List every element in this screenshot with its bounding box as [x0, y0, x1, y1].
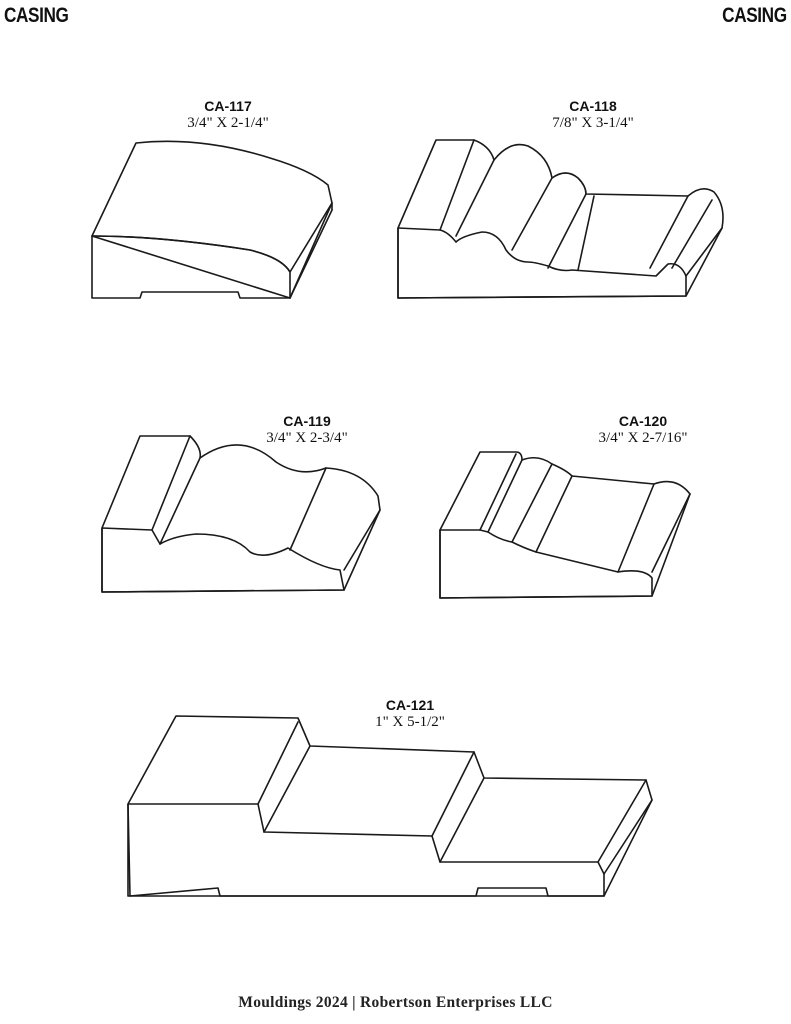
- page-footer: Mouldings 2024 | Robertson Enterprises L…: [238, 994, 553, 1011]
- profile-code: CA-117: [204, 98, 252, 114]
- profile-drawing-ca121: [127, 715, 653, 897]
- profile-code: CA-119: [283, 413, 331, 429]
- profile-label-ca121: CA-121 1" X 5-1/2": [330, 697, 490, 731]
- profile-code: CA-118: [569, 98, 617, 114]
- profile-drawing-ca120: [439, 451, 691, 599]
- profile-size: 3/4" X 2-7/16": [598, 430, 688, 446]
- profile-label-ca119: CA-119 3/4" X 2-3/4": [227, 413, 387, 447]
- profile-code: CA-121: [385, 697, 435, 713]
- profile-drawing-ca118: [397, 139, 724, 299]
- section-title-right: CASING: [722, 4, 787, 27]
- profile-size: 3/4" X 2-3/4": [266, 430, 348, 446]
- profile-code: CA-120: [618, 413, 668, 429]
- profile-size: 3/4" X 2-1/4": [187, 115, 269, 131]
- profile-size: 1" X 5-1/2": [375, 714, 445, 730]
- profile-label-ca118: CA-118 7/8" X 3-1/4": [513, 98, 673, 132]
- profile-drawing-ca117: [91, 140, 333, 299]
- profile-label-ca117: CA-117 3/4" X 2-1/4": [148, 98, 308, 132]
- profile-label-ca120: CA-120 3/4" X 2-7/16": [563, 413, 723, 447]
- profile-size: 7/8" X 3-1/4": [552, 115, 634, 131]
- section-title-left: CASING: [4, 4, 69, 27]
- profile-drawing-ca119: [101, 435, 381, 593]
